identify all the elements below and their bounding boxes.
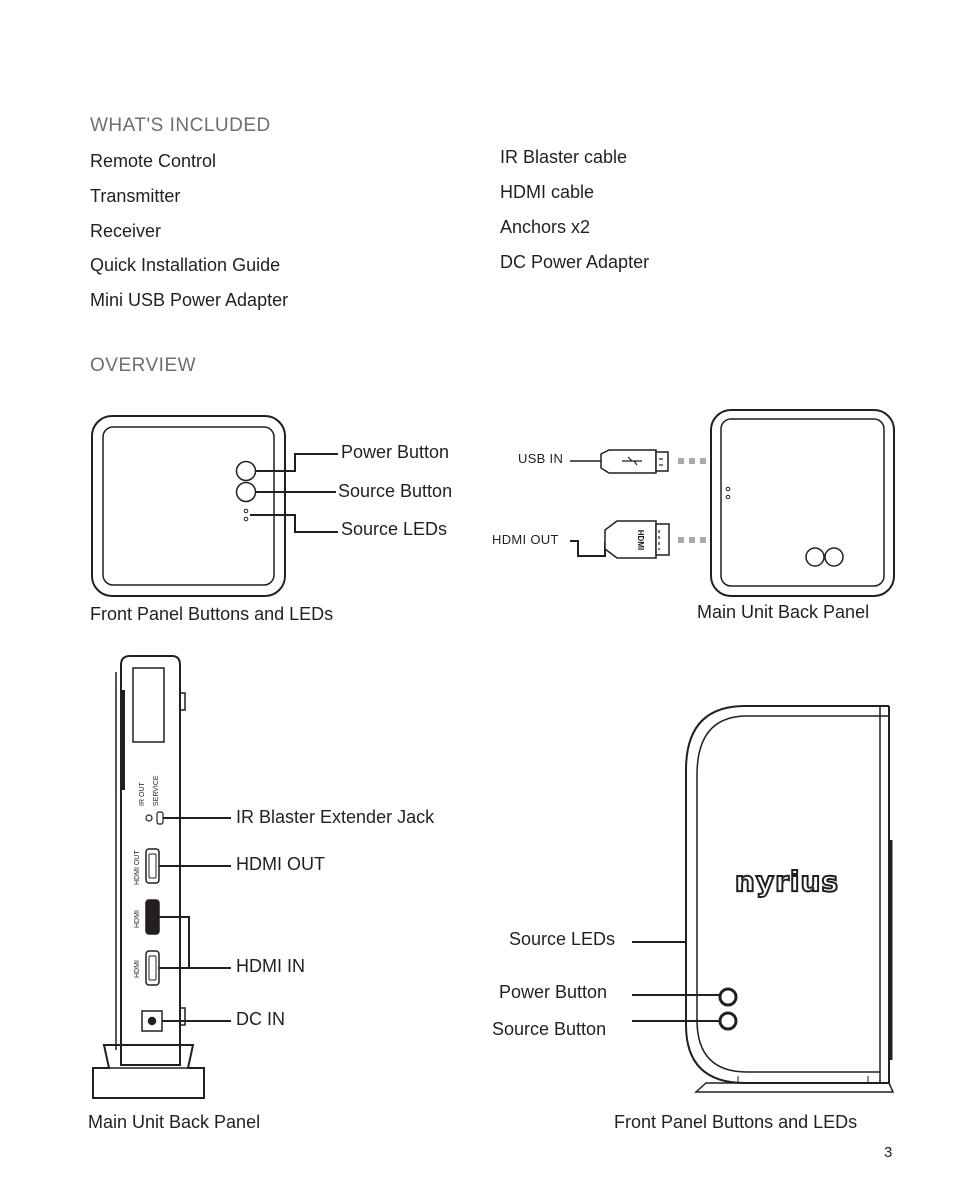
power-button-icon xyxy=(235,460,257,482)
back-panel-caption: Main Unit Back Panel xyxy=(697,602,870,622)
side-panel-diagram xyxy=(92,655,231,1099)
port-label-hdmi-out: HDMI OUT xyxy=(134,850,141,885)
ir-blaster-label: IR Blaster Extender Jack xyxy=(236,807,435,827)
whats-included-heading: WHAT'S INCLUDED xyxy=(90,115,271,136)
side-panel-caption: Main Unit Back Panel xyxy=(88,1112,261,1132)
page-number: 3 xyxy=(884,1144,893,1161)
included-item-hdmi-cable: HDMI cable xyxy=(500,182,595,202)
usb-symbol-icon xyxy=(622,456,642,466)
port-label-service: SERVICE xyxy=(153,775,160,806)
side-hdmi-out-label: HDMI OUT xyxy=(236,854,325,874)
front-source-button-label: Source Button xyxy=(338,481,453,501)
power-button-2-icon xyxy=(718,987,738,1007)
svg-text:nyrius: nyrius xyxy=(735,865,839,898)
unit-source-button-label: Source Button xyxy=(492,1019,607,1039)
source-button-icon xyxy=(235,481,257,503)
port-label-hdmi-2: HDMI xyxy=(134,960,141,978)
included-item-ir-cable: IR Blaster cable xyxy=(500,147,628,167)
hdmi-plug-icon xyxy=(604,520,657,559)
standing-unit-diagram xyxy=(632,705,895,1093)
included-item-remote: Remote Control xyxy=(90,151,217,171)
front-panel-diagram xyxy=(91,415,338,597)
back-panel-diagram: HDMI xyxy=(570,409,895,597)
included-item-guide: Quick Installation Guide xyxy=(90,255,281,275)
dc-in-label: DC IN xyxy=(236,1009,285,1029)
port-label-hdmi-1: HDMI xyxy=(134,910,141,928)
front-panel-caption: Front Panel Buttons and LEDs xyxy=(90,604,334,624)
front-power-button-label: Power Button xyxy=(341,442,450,462)
unit-source-leds-label: Source LEDs xyxy=(509,929,616,949)
hdmi-out-label: HDMI OUT xyxy=(492,532,559,547)
overview-heading: OVERVIEW xyxy=(90,355,197,376)
included-item-receiver: Receiver xyxy=(90,221,162,241)
side-hdmi-in-label: HDMI IN xyxy=(236,956,305,976)
included-item-dc-adapter: DC Power Adapter xyxy=(500,252,650,272)
included-item-transmitter: Transmitter xyxy=(90,186,181,206)
svg-text:HDMI: HDMI xyxy=(636,530,645,550)
port-label-ir-out: IR OUT xyxy=(139,782,146,806)
usb-in-label: USB IN xyxy=(518,451,564,466)
front-source-leds-label: Source LEDs xyxy=(341,519,448,539)
unit-power-button-label: Power Button xyxy=(499,982,608,1002)
included-item-usb-adapter: Mini USB Power Adapter xyxy=(90,290,289,310)
included-item-anchors: Anchors x2 xyxy=(500,217,591,237)
standing-unit-caption: Front Panel Buttons and LEDs xyxy=(614,1112,858,1132)
